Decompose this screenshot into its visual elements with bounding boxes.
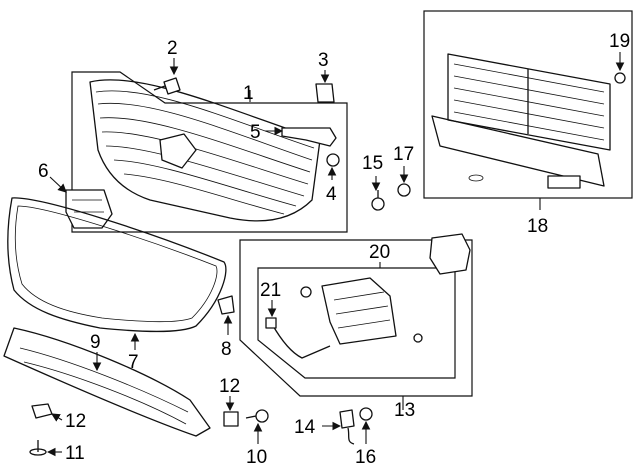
bolt-2 <box>153 77 181 95</box>
actuator <box>429 233 471 275</box>
callout-16: 16 <box>355 447 376 468</box>
bolt-15 <box>371 190 385 211</box>
lower-grille-9 <box>3 327 211 437</box>
callout-1: 1 <box>243 83 254 104</box>
callout-8: 8 <box>221 339 232 360</box>
callout-17: 17 <box>393 144 414 165</box>
callout-10: 10 <box>246 447 267 468</box>
retainer-12a <box>31 403 53 419</box>
bolt-20-left <box>300 286 312 298</box>
callout-6: 6 <box>38 161 49 182</box>
callout-21: 21 <box>260 280 281 301</box>
callout-20: 20 <box>369 242 390 263</box>
bracket-5 <box>281 127 337 147</box>
callout-3: 3 <box>318 50 329 71</box>
clip-3 <box>315 83 335 103</box>
callout-12-lower: 12 <box>65 411 86 432</box>
callout-18: 18 <box>527 216 548 237</box>
bracket-20 <box>321 277 397 345</box>
leader-lines <box>46 52 625 457</box>
callout-11: 11 <box>65 443 85 464</box>
callout-7: 7 <box>128 352 139 373</box>
callout-9: 9 <box>90 332 101 353</box>
callout-15: 15 <box>362 153 383 174</box>
callout-19: 19 <box>609 31 630 52</box>
rod-21 <box>265 317 331 359</box>
nut-17 <box>397 183 411 197</box>
shutter-18 <box>431 53 611 189</box>
pin-11 <box>29 440 47 456</box>
harness-14 <box>339 409 355 445</box>
clip-8 <box>217 295 235 315</box>
clip-12b <box>223 411 239 427</box>
screw-10 <box>245 409 269 423</box>
callout-2: 2 <box>167 38 178 59</box>
callout-14: 14 <box>294 417 316 438</box>
callout-4: 4 <box>326 184 337 205</box>
nut-20-right <box>413 333 423 343</box>
grille-group-box <box>71 71 348 233</box>
callout-13: 13 <box>394 400 415 421</box>
shutter-group-box <box>423 10 633 199</box>
callout-5: 5 <box>250 122 261 143</box>
callout-12-center: 12 <box>219 376 240 397</box>
nut-4 <box>326 153 340 167</box>
bolt-16 <box>359 407 373 421</box>
bolt-19 <box>614 72 626 84</box>
bracket-inner-box <box>257 267 456 379</box>
molding-7 <box>7 197 227 333</box>
grille <box>89 79 321 222</box>
